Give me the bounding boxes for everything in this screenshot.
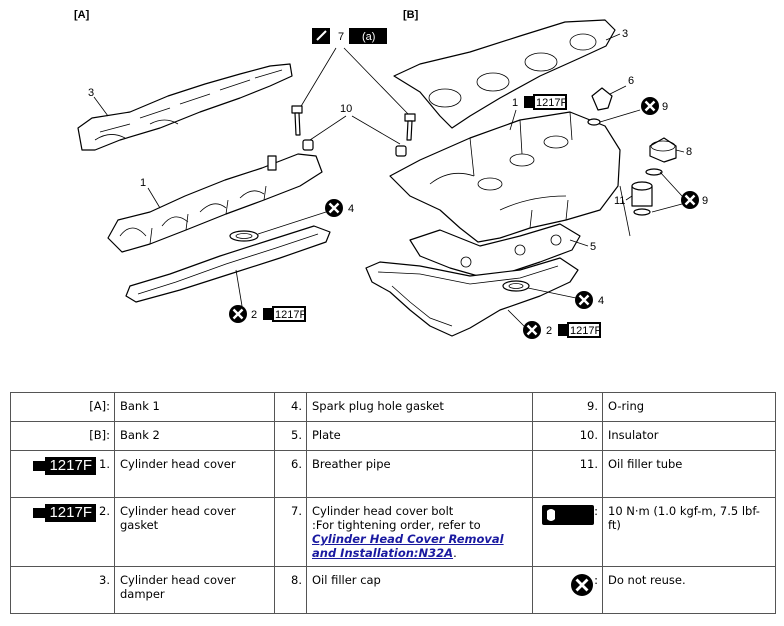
exploded-view-diagram: [A] [B] 3 1 4 2 1217F 7 (a) <box>74 9 708 341</box>
legend-row: [B]: Bank 2 5. Plate 10. Insulator <box>10 421 776 451</box>
bank-a-head-cover-gasket <box>125 225 331 303</box>
sealant-code: 1217F <box>33 504 97 522</box>
legend-desc: Do not reuse. <box>602 566 776 614</box>
callout-b-5: 5 <box>590 241 596 253</box>
callout-b-4: 4 <box>598 295 604 307</box>
bank-b-plug-gasket <box>502 280 530 292</box>
legend-desc: Bank 1 <box>114 392 275 422</box>
legend-desc: Oil filler tube <box>602 450 776 498</box>
legend-key: 2. <box>99 504 110 518</box>
callout-b-11: 11 <box>614 195 625 207</box>
torque-icon <box>349 28 387 44</box>
legend-key: : <box>594 573 598 587</box>
do-not-reuse-icon <box>571 574 594 596</box>
bank-b-plate <box>409 223 581 277</box>
callout-a-4: 4 <box>348 203 354 215</box>
callout-b-6: 6 <box>628 75 634 87</box>
legend-desc: Cylinder head cover gasket <box>114 497 275 567</box>
bolt-left <box>291 105 303 136</box>
sealant-code-b2: 1217F <box>570 325 601 337</box>
callout-b-8: 8 <box>686 146 692 158</box>
callout-b-2: 2 <box>546 325 552 337</box>
legend-desc: Spark plug hole gasket <box>306 392 533 422</box>
breather-pipe <box>587 87 613 126</box>
torque-wrench-icon <box>542 505 595 525</box>
legend-desc: 10 N·m (1.0 kgf-m, 7.5 lbf-ft) <box>602 497 776 567</box>
bank-a-plug-gasket <box>229 230 259 242</box>
legend-desc: O-ring <box>602 392 776 422</box>
legend-key: [A]: <box>10 392 115 422</box>
callout-a-7: 7 <box>338 31 344 43</box>
bank-a-tag: [A] <box>74 9 90 21</box>
sealant-icon: 1217F <box>33 504 99 522</box>
bank-a-head-cover <box>107 153 323 253</box>
bolt-right <box>404 113 416 141</box>
legend-desc: Bank 2 <box>114 421 275 451</box>
legend-desc: Breather pipe <box>306 450 533 498</box>
legend-table: [A]: Bank 1 4. Spark plug hole gasket 9.… <box>10 392 776 614</box>
legend-key: [B]: <box>10 421 115 451</box>
legend-key: 3. <box>10 566 115 614</box>
legend-key: 4. <box>274 392 307 422</box>
sealant-code-a: 1217F <box>275 309 306 321</box>
callout-b-9b: 9 <box>702 195 708 207</box>
legend-key: 10. <box>532 421 603 451</box>
legend-key: : <box>594 504 598 518</box>
legend-desc: Cylinder head cover <box>114 450 275 498</box>
legend-key: 9. <box>532 392 603 422</box>
legend-note: :For tightening order, refer to <box>312 518 481 532</box>
bank-b-tag: [B] <box>403 9 419 21</box>
callout-a-10: 10 <box>340 103 352 115</box>
callout-b-1: 1 <box>512 97 518 109</box>
torque-symbol: (a) <box>362 31 375 43</box>
legend-desc: Cylinder head cover bolt <box>312 504 454 518</box>
sealant-code: 1217F <box>33 457 97 475</box>
removal-installation-link[interactable]: Cylinder Head Cover Removal and Installa… <box>312 532 504 560</box>
legend-key: 8. <box>274 566 307 614</box>
oil-filler-cap <box>649 137 677 163</box>
legend-key: 6. <box>274 450 307 498</box>
legend-key: 11. <box>532 450 603 498</box>
link-suffix: . <box>453 546 457 560</box>
callout-a-1: 1 <box>140 177 146 189</box>
legend-row: 1217F 2. Cylinder head cover gasket 7. C… <box>10 497 776 567</box>
legend-row: [A]: Bank 1 4. Spark plug hole gasket 9.… <box>10 392 776 422</box>
oil-filler-tube <box>631 181 653 216</box>
sealant-icon: 1217F <box>33 457 99 475</box>
callout-b-3: 3 <box>622 28 628 40</box>
legend-row: 3. Cylinder head cover damper 8. Oil fil… <box>10 566 776 614</box>
legend-desc: Plate <box>306 421 533 451</box>
sealant-code-b1: 1217F <box>536 97 567 109</box>
legend-desc: Insulator <box>602 421 776 451</box>
callout-a-3: 3 <box>88 87 94 99</box>
legend-row: 1217F 1. Cylinder head cover 6. Breather… <box>10 450 776 498</box>
legend-key: 1. <box>99 457 110 471</box>
bank-b-head-cover <box>389 111 621 243</box>
bank-a-damper <box>77 63 293 151</box>
legend-desc: Oil filler cap <box>306 566 533 614</box>
callout-b-9a: 9 <box>662 101 668 113</box>
legend-key: 7. <box>274 497 307 567</box>
bank-b-head-cover-gasket <box>365 257 579 337</box>
bank-b-damper <box>393 19 616 129</box>
legend-key: 5. <box>274 421 307 451</box>
callout-a-2: 2 <box>251 309 257 321</box>
legend-desc: Cylinder head cover damper <box>114 566 275 614</box>
